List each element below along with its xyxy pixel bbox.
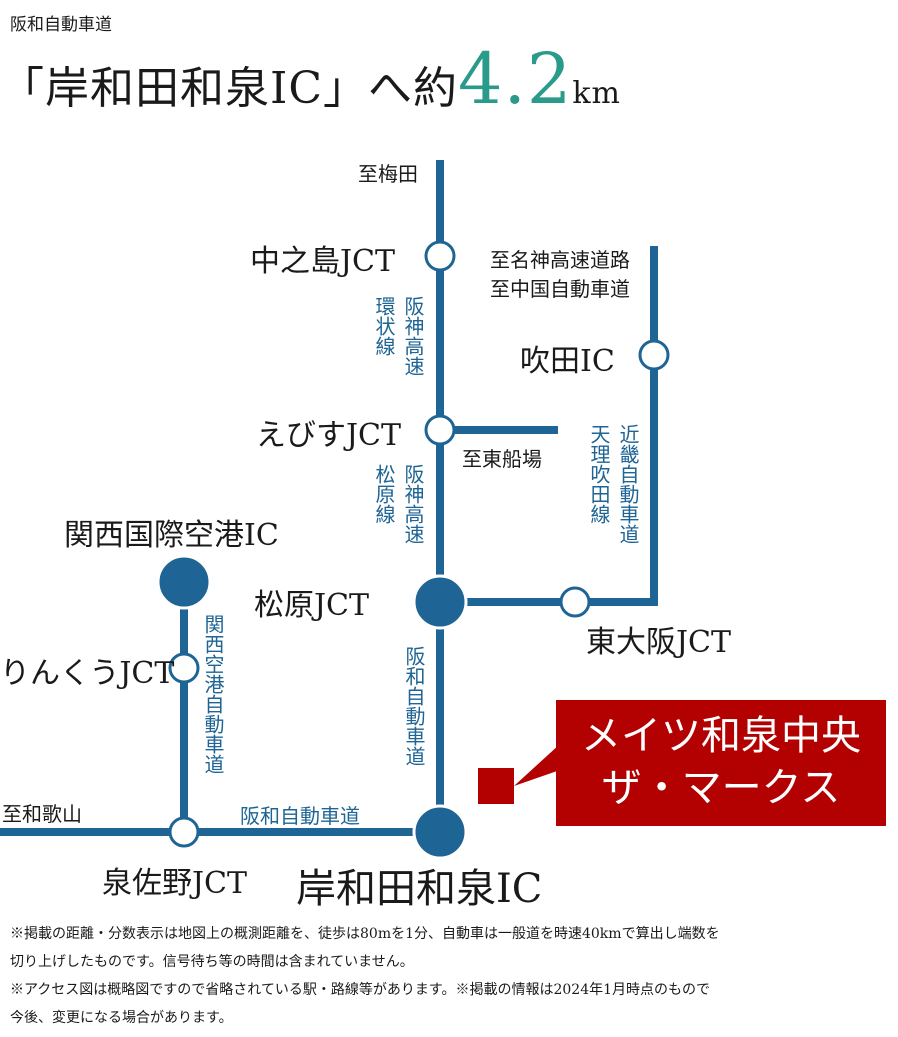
headline: 「岸和田和泉IC」へ約4.2km <box>0 38 621 120</box>
callout-pointer <box>514 744 560 786</box>
distance-value: 4.2 <box>458 38 573 120</box>
route-hanwa-horizontal: 阪和自動車道 <box>240 804 360 828</box>
headline-prefix: 「岸和田和泉IC」へ約 <box>0 63 459 114</box>
route-hanshin-loop-a: 阪神高速 <box>401 296 425 376</box>
route-hanshin-matsubara-b: 松原線 <box>372 464 396 524</box>
label-izumisano-jct: 泉佐野JCT <box>102 866 247 901</box>
route-kanku: 関西空港自動車道 <box>201 614 225 774</box>
route-kinki-b: 天理吹田線 <box>587 424 611 524</box>
property-callout: メイツ和泉中央 ザ・マークス <box>556 700 886 826</box>
label-kishiwada-izumi-ic: 岸和田和泉IC <box>296 866 543 912</box>
kansai-airport-node <box>156 554 212 610</box>
label-higashiosaka-jct: 東大阪JCT <box>586 625 731 660</box>
label-kansai-airport-ic: 関西国際空港IC <box>64 518 279 553</box>
higashiosaka-node <box>559 586 591 618</box>
label-suita-ic: 吹田IC <box>520 344 615 379</box>
property-marker <box>478 768 514 804</box>
note-line: 切り上げしたものです。信号待ち等の時間は含まれていません。 <box>10 954 414 970</box>
label-nakanoshima-jct: 中之島JCT <box>250 244 395 279</box>
suita-node <box>638 339 670 371</box>
label-rinku-jct: りんくうJCT <box>0 656 175 691</box>
izumisano-node <box>168 816 200 848</box>
label-ebisu-jct: えびすJCT <box>256 418 401 453</box>
rinku-node <box>168 652 200 684</box>
route-hanshin-loop-b: 環状線 <box>372 296 396 356</box>
property-name-line1: メイツ和泉中央 <box>581 713 861 759</box>
route-hanshin-matsubara-a: 阪神高速 <box>401 464 425 544</box>
property-name-line2: ザ・マークス <box>601 765 841 811</box>
direction-umeda: 至梅田 <box>358 162 418 186</box>
kishiwada-izumi-node <box>412 804 468 860</box>
direction-higashi-funaba: 至東船場 <box>462 447 542 471</box>
ebisu-node <box>424 414 456 446</box>
note-line: ※掲載の距離・分数表示は地図上の概測距離を、徒歩は80mを1分、自動車は一般道を… <box>10 926 720 942</box>
label-matsubara-jct: 松原JCT <box>254 588 369 623</box>
direction-wakayama: 至和歌山 <box>2 802 82 826</box>
route-hanwa-vertical: 阪和自動車道 <box>402 646 426 766</box>
matsubara-node <box>412 574 468 630</box>
route-subtitle: 阪和自動車道 <box>10 15 112 35</box>
route-kinki-a: 近畿自動車道 <box>616 424 640 544</box>
disclaimer-notes: ※掲載の距離・分数表示は地図上の概測距離を、徒歩は80mを1分、自動車は一般道を… <box>10 920 720 1032</box>
note-line: 今後、変更になる場合があります。 <box>10 1010 233 1026</box>
note-line: ※アクセス図は概略図ですので省略されている駅・路線等があります。※掲載の情報は2… <box>10 982 711 998</box>
nakanoshima-node <box>424 240 456 272</box>
distance-unit: km <box>572 76 622 111</box>
direction-meishin: 至名神高速道路 至中国自動車道 <box>490 248 630 301</box>
